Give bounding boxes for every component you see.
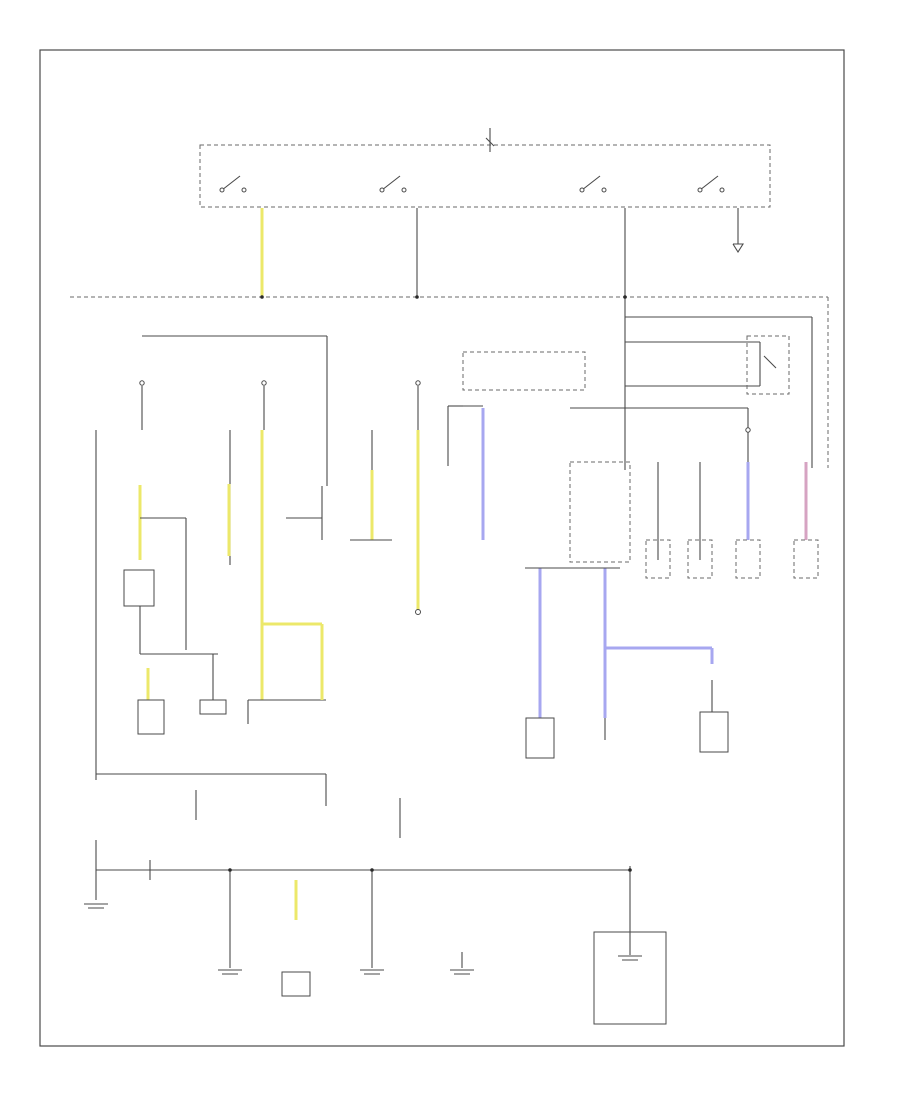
- component-box: [793, 539, 819, 579]
- ignition-switch: [199, 128, 771, 208]
- switch-icon: [219, 175, 247, 193]
- switch-icon: [697, 175, 725, 193]
- fuse-relay-block: [570, 316, 813, 540]
- relay-box: [569, 461, 631, 563]
- relay-icon: [746, 335, 790, 395]
- fuse-icon: [745, 427, 751, 433]
- switch-icon: [379, 175, 407, 193]
- connector-icon: [525, 717, 555, 759]
- component-box: [687, 539, 713, 579]
- connector-icon: [593, 931, 667, 1025]
- diagram-frame: [39, 49, 845, 1047]
- ground-icon: [450, 969, 474, 975]
- fuse-icon: [261, 380, 267, 430]
- center-relay-box: [462, 351, 586, 391]
- ground-icon: [218, 969, 242, 975]
- ground-icon: [84, 903, 108, 909]
- fuse-icon: [415, 380, 421, 430]
- switch-icon: [579, 175, 607, 193]
- connector-icon: [199, 699, 227, 715]
- component-box: [645, 539, 671, 579]
- connector-icon: [699, 711, 729, 753]
- component-box: [735, 539, 761, 579]
- connector-icon: [281, 971, 311, 997]
- ground-icon: [618, 955, 642, 961]
- connector-icon: [137, 699, 165, 735]
- connector-icon: [123, 569, 155, 607]
- ground-icon: [360, 969, 384, 975]
- fuse-icon: [139, 380, 145, 430]
